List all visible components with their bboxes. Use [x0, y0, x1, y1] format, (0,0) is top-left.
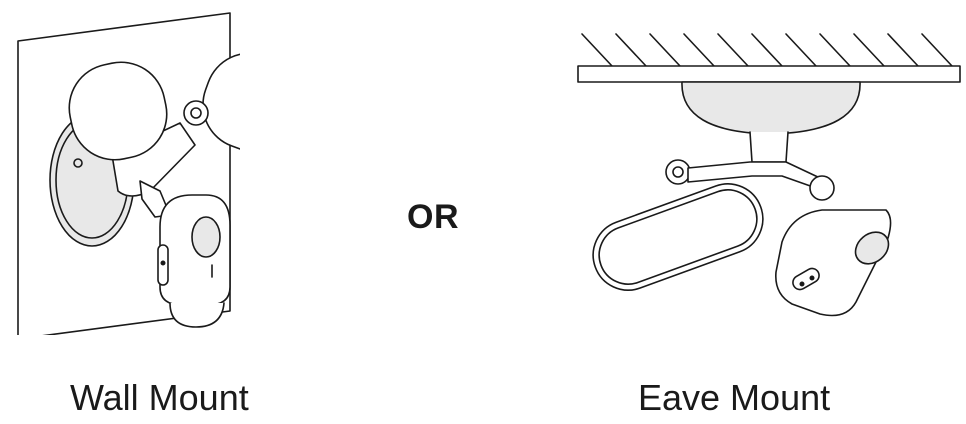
- wall-mount-illustration: [17, 12, 240, 335]
- right-light-panel: [202, 52, 240, 153]
- wall-mount-caption: Wall Mount: [70, 377, 249, 418]
- eave-camera-body: [775, 209, 892, 317]
- right-pivot: [809, 175, 835, 201]
- left-light-panel-eave: [592, 183, 764, 291]
- eave-mount-caption: Eave Mount: [638, 377, 831, 418]
- mount-stem: [749, 131, 789, 163]
- mount-arm: [687, 161, 821, 189]
- camera-dome: [169, 302, 225, 328]
- pivot-knob: [183, 100, 209, 126]
- light-housing: [111, 122, 196, 197]
- eave-surface: [577, 65, 961, 83]
- eave-hatching: [581, 33, 953, 67]
- camera-lens: [191, 216, 221, 258]
- left-pivot: [665, 159, 691, 185]
- eave-camera-lens: [854, 231, 890, 265]
- left-light-panel: [68, 61, 168, 161]
- mount-screw: [73, 158, 83, 168]
- mount-dome: [681, 81, 861, 135]
- or-separator: OR: [407, 198, 459, 236]
- eave-camera-buttons: [792, 267, 820, 291]
- eave-mount-illustration: [577, 33, 961, 317]
